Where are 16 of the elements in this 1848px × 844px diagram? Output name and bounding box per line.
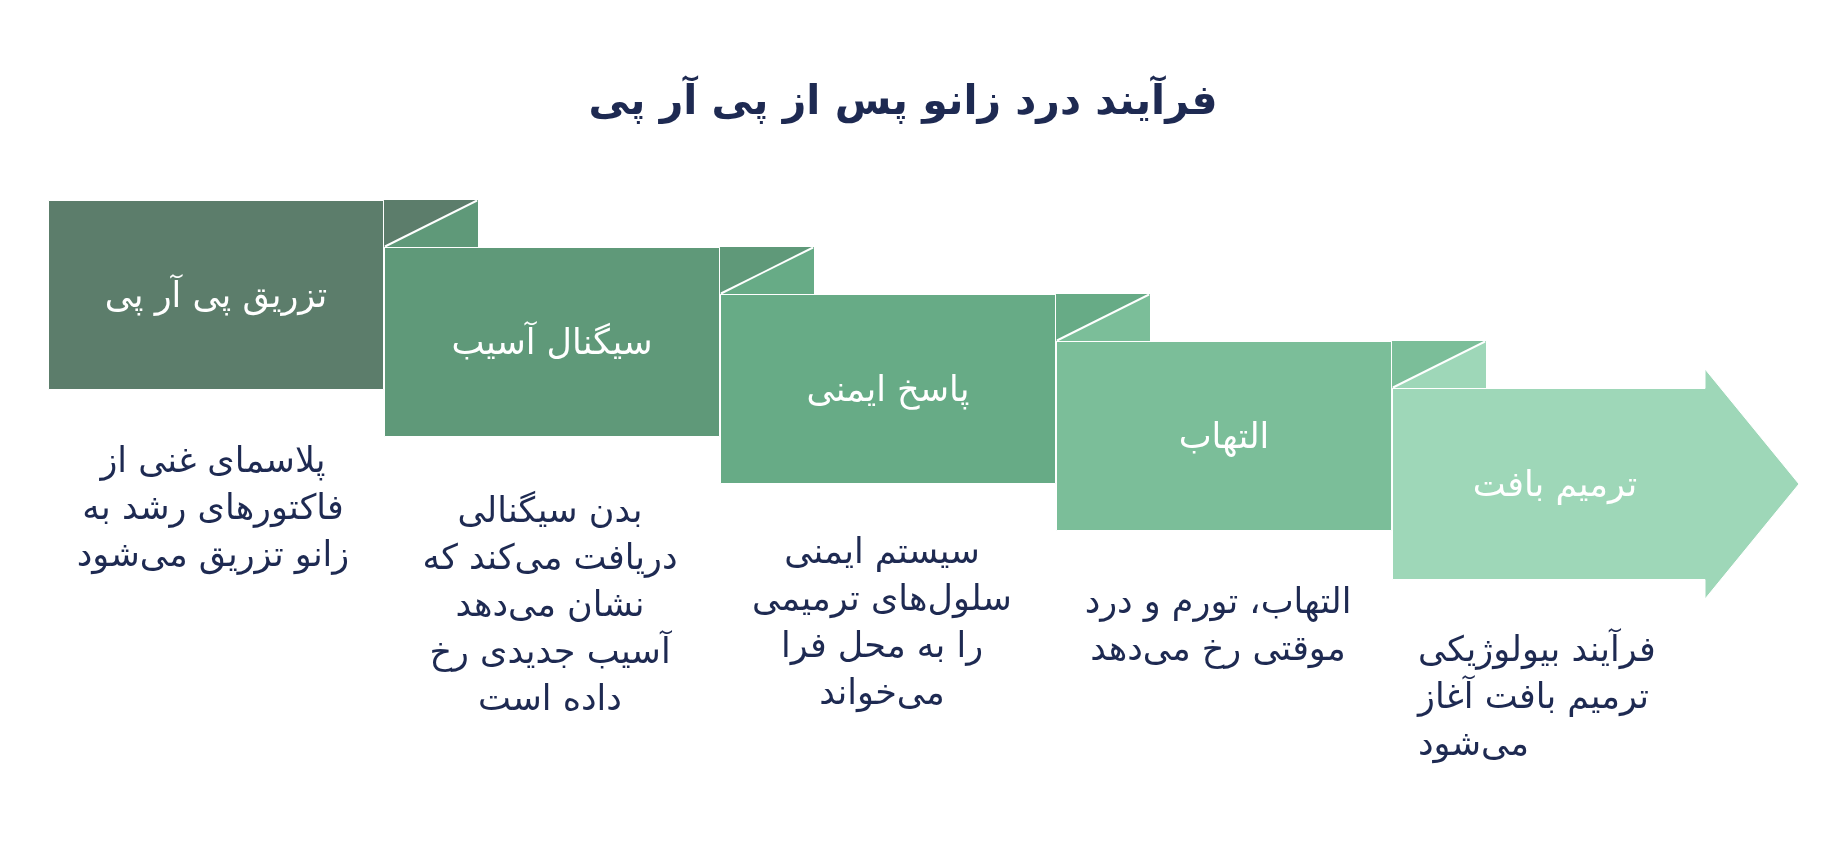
step-description: بدن سیگنالی دریافت می‌کند که نشان می‌دهد آسیب جدیدی رخ داده است (422, 489, 678, 720)
step-title: سیگنال آسیب (451, 320, 653, 364)
step-title: تزریق پی آر پی (104, 273, 328, 317)
step-description: فرآیند بیولوژیکی ترمیم بافت آغاز می‌شود (1418, 627, 1656, 766)
step-title: ترمیم بافت (1472, 463, 1638, 506)
process-box (48, 200, 384, 390)
process-box (720, 247, 1056, 484)
process-box (1056, 294, 1392, 531)
process-arrow (1392, 341, 1800, 599)
step-description: پلاسمای غنی از فاکتورهای رشد به زانو تزریق می‌شود (76, 439, 350, 577)
step-title: پاسخ ایمنی (806, 368, 970, 411)
step-description: التهاب، تورم و درد موقتی رخ می‌دهد (1084, 580, 1352, 671)
diagram-title: فرآیند درد زانو پس از پی آر پی (588, 74, 1218, 126)
process-box (384, 200, 720, 437)
step-description: سیستم ایمنی سلول‌های ترمیمی را به محل فرا می‌خواند (752, 530, 1012, 715)
step-title: التهاب (1178, 415, 1270, 458)
